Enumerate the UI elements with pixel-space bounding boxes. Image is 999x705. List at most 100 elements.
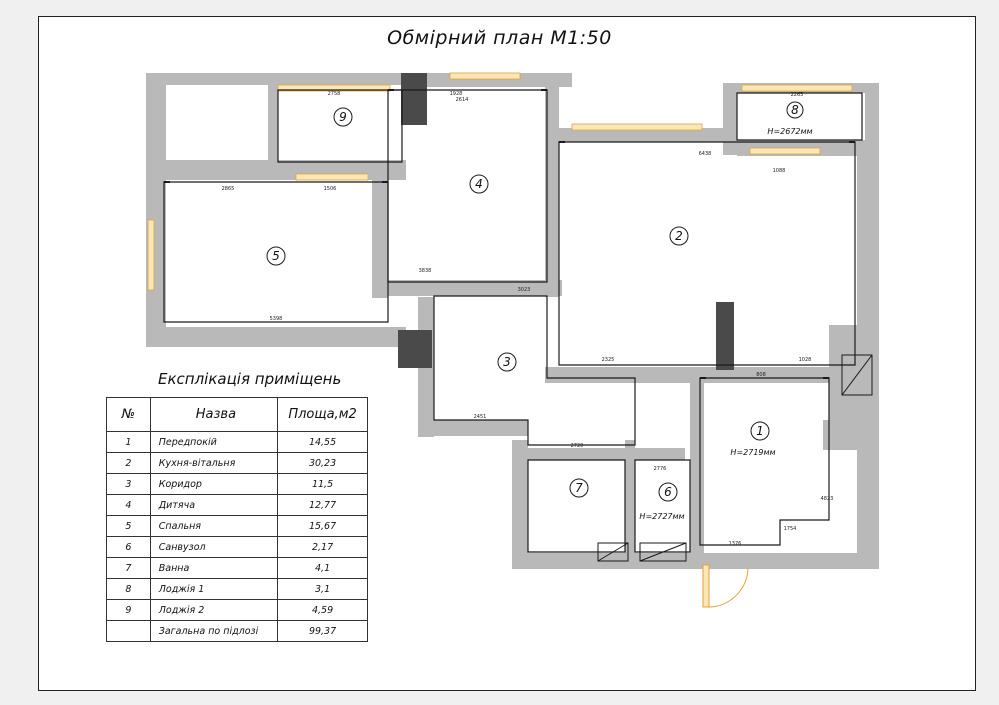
entry-door-swing <box>708 567 749 608</box>
row-number <box>106 620 151 642</box>
room-labels: 1 H=2719мм 2 3 4 5 6 H=2727мм 7 8 H=2672… <box>266 101 813 521</box>
dim-room5-top: 2865 <box>222 186 235 192</box>
wall-left-loggia9 <box>268 85 278 165</box>
row-area: 15,67 <box>277 515 368 537</box>
row-area: 30,23 <box>277 452 368 474</box>
row-name: Коридор <box>149 473 279 495</box>
windows <box>147 72 853 291</box>
room7-outline <box>527 459 626 553</box>
room-label-4: 4 <box>469 174 489 194</box>
row-area: 99,37 <box>277 620 368 642</box>
dimension-labels: 2758 2614 1928 2865 1506 5398 3838 6438 … <box>222 91 834 547</box>
svg-text:1: 1 <box>756 424 764 438</box>
wall-bath-divider <box>625 440 635 560</box>
row-name: Загальна по підлозі <box>149 620 279 642</box>
room6-height: H=2727мм <box>639 512 684 521</box>
svg-text:5: 5 <box>272 249 280 263</box>
dim-room5-window: 1506 <box>324 186 337 192</box>
dim-loggia8-bottom: 1088 <box>773 168 786 174</box>
header-area: Площа,м2 <box>277 397 368 432</box>
window-room5-left <box>147 219 155 291</box>
dim-corridor-bottom: 2451 <box>474 414 487 420</box>
room-label-8: 8 H=2672мм <box>767 101 813 136</box>
row-name: Лоджія 2 <box>149 599 279 621</box>
room9-outline <box>277 89 403 163</box>
plan-title: Обмірний план М1:50 <box>387 27 612 49</box>
room-label-5: 5 <box>266 246 286 266</box>
dim-room5-bottom: 5398 <box>270 316 283 322</box>
dim-hall-bottom: 1754 <box>784 526 797 532</box>
dim-kitchen-right-bottom: 1028 <box>799 357 812 363</box>
header-number: № <box>106 397 151 432</box>
wall-room4-right <box>545 73 559 297</box>
window-kitchen <box>571 123 703 131</box>
room1-outline <box>699 377 830 546</box>
wall-kitchen-right <box>829 325 859 425</box>
svg-text:4: 4 <box>475 177 483 191</box>
row-number: 3 <box>106 473 151 495</box>
vent-box-1 <box>597 542 629 562</box>
wall-right-bottom <box>690 553 878 569</box>
row-name: Ванна <box>149 557 279 579</box>
row-name: Кухня-вітальня <box>149 452 279 474</box>
dim-entry: 1376 <box>729 541 742 547</box>
wall-top-loggia9 <box>166 73 426 85</box>
wall-bottom-left <box>146 327 406 347</box>
row-area: 12,77 <box>277 494 368 516</box>
row-area: 14,55 <box>277 431 368 453</box>
row-name: Спальня <box>149 515 279 537</box>
row-number: 4 <box>106 494 151 516</box>
entry-door-panel <box>702 564 710 608</box>
svg-text:3: 3 <box>503 355 511 369</box>
row-area: 3,1 <box>277 578 368 600</box>
wall-room4-left <box>372 180 388 298</box>
row-name: Передпокій <box>149 431 279 453</box>
vent-box-2 <box>639 542 687 562</box>
wall-bath-left <box>512 440 528 568</box>
room1-height: H=2719мм <box>730 448 775 457</box>
header-name: Назва <box>149 397 279 432</box>
room4-outline <box>387 89 548 283</box>
window-room4 <box>449 72 521 80</box>
row-name: Лоджія 1 <box>149 578 279 600</box>
dim-hall-top: 808 <box>756 372 766 378</box>
room-label-7: 7 <box>569 478 589 498</box>
shaft-box <box>841 354 873 396</box>
dim-loggia9-top: 2758 <box>328 91 341 97</box>
row-number: 2 <box>106 452 151 474</box>
dim-room4-bottom: 3838 <box>419 268 432 274</box>
room2-outline <box>558 141 856 366</box>
row-number: 9 <box>106 599 151 621</box>
room-label-1: 1 H=2719мм <box>730 421 776 457</box>
dim-bath-top: 2720 <box>571 443 584 449</box>
dim-room4-window: 1928 <box>450 91 463 97</box>
room-label-3: 3 <box>497 352 517 372</box>
svg-text:2: 2 <box>675 229 683 243</box>
wall-right-outer <box>857 155 879 569</box>
wall-left-outer <box>146 73 166 347</box>
room5-outline <box>163 181 389 323</box>
wall-bath-top <box>525 448 685 460</box>
dim-room4-top: 2614 <box>456 97 469 103</box>
wall-corridor-bottom <box>418 420 528 436</box>
dim-kitchen-bottom: 2325 <box>602 357 615 363</box>
window-loggia8-top <box>741 84 853 92</box>
room6-outline <box>634 459 691 553</box>
row-area: 4,59 <box>277 599 368 621</box>
fixtures <box>597 354 873 562</box>
window-loggia8 <box>749 147 821 155</box>
svg-text:7: 7 <box>575 481 583 495</box>
wall-hall-divider <box>690 372 704 555</box>
dim-corridor-top: 3023 <box>518 287 531 293</box>
column-mid <box>398 330 432 368</box>
room8-outline <box>736 92 863 141</box>
row-number: 5 <box>106 515 151 537</box>
